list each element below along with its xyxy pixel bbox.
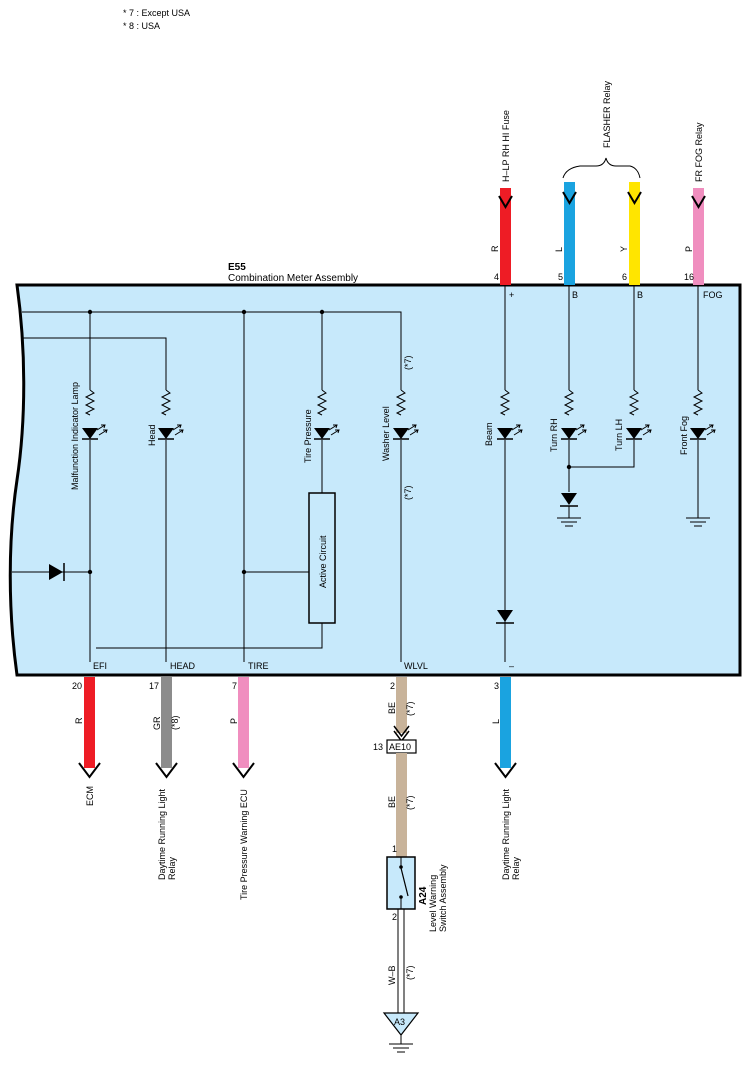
label-hlp-fuse: H–LP RH HI Fuse (501, 110, 511, 182)
wire-color-r: R (490, 245, 500, 252)
note-washer-bottom: (*7) (403, 485, 413, 500)
ground-a3-label: A3 (394, 1017, 405, 1027)
wire-color-p-bottom: P (229, 718, 239, 724)
switch-pin-2: 2 (392, 912, 397, 922)
wire-pin-17: 17 GR (*8) Daytime Running LightRelay (149, 677, 180, 880)
connector-ae10: 13 AE10 (373, 739, 417, 754)
pin-3: 3 (494, 681, 499, 691)
note-usa: * 8 : USA (123, 21, 160, 31)
wire-pin-2: 2 BE (*7) (387, 677, 415, 743)
wire-color-p-top: P (684, 246, 694, 252)
pin-16: 16 (684, 272, 694, 282)
pin-2: 2 (390, 681, 395, 691)
pin-4: 4 (494, 272, 499, 282)
note-head-usa: (*8) (170, 715, 180, 730)
meter-panel (8, 283, 742, 677)
ground-a3: A3 (382, 1012, 420, 1053)
terminal-plus: + (509, 290, 514, 300)
label-drl-relay-1: Daytime Running LightRelay (157, 788, 177, 880)
label-tire-pressure: Tire Pressure (303, 409, 313, 463)
label-fr-fog-relay: FR FOG Relay (694, 122, 704, 182)
meter-name: Combination Meter Assembly (228, 273, 358, 284)
label-active-circuit: Active Circuit (318, 535, 328, 588)
wire-color-wb: W–B (387, 965, 397, 985)
note-wlvl: (*7) (405, 701, 415, 716)
wire-pin-6: Y 6 (619, 182, 642, 285)
pin-6: 6 (622, 272, 627, 282)
wire-pin-20: 20 R ECM (72, 677, 101, 806)
note-except-usa: * 7 : Except USA (123, 8, 190, 18)
wire-color-be-2: BE (387, 796, 397, 808)
wire-color-r-bottom: R (74, 717, 84, 724)
wire-pin-5: L 5 (554, 182, 577, 285)
meter-code: E55 (228, 262, 246, 273)
terminal-fog: FOG (703, 290, 723, 300)
flasher-bracket (562, 157, 641, 179)
wire-color-l-bottom: L (491, 719, 501, 724)
switch-name: Level WarningSwitch Assembly (428, 864, 448, 932)
label-head: Head (147, 424, 157, 446)
level-warning-switch: 1 2 A24 Level WarningSwitch Assembly (386, 844, 448, 932)
note-be-2: (*7) (405, 795, 415, 810)
label-front-fog: Front Fog (679, 416, 689, 455)
terminal-efi: EFI (93, 661, 107, 671)
terminal-tire: TIRE (248, 661, 269, 671)
label-malfunction-lamp: Malfunction Indicator Lamp (70, 382, 80, 490)
wire-color-y: Y (619, 246, 629, 252)
switch-code: A24 (418, 886, 429, 905)
connector-ae10-label: AE10 (389, 742, 411, 752)
pin-20: 20 (72, 681, 82, 691)
label-flasher-relay: FLASHER Relay (602, 80, 612, 148)
label-ecm: ECM (85, 786, 95, 806)
wire-pin-7: 7 P Tire Pressure Warning ECU (229, 677, 255, 900)
wire-pin-3: 3 L Daytime Running LightRelay (491, 677, 521, 880)
wire-be-2: BE (*7) (387, 753, 415, 857)
wire-color-l: L (554, 247, 564, 252)
note-wb: (*7) (405, 965, 415, 980)
wire-color-be-1: BE (387, 702, 397, 714)
pin-7: 7 (232, 681, 237, 691)
label-turn-lh: Turn LH (614, 419, 624, 451)
internal-wiring (12, 285, 716, 662)
connector-pin-13: 13 (373, 742, 383, 752)
label-turn-rh: Turn RH (549, 418, 559, 452)
wire-color-gr: GR (152, 716, 162, 730)
wire-pin-4: H–LP RH HI Fuse R 4 (490, 110, 513, 285)
label-beam: Beam (484, 422, 494, 446)
pin-5: 5 (558, 272, 563, 282)
terminal-wlvl: WLVL (404, 661, 428, 671)
wire-wb: W–B (*7) (387, 909, 415, 1013)
terminal-b-6: B (637, 290, 643, 300)
terminal-b-5: B (572, 290, 578, 300)
label-drl-relay-2: Daytime Running LightRelay (501, 788, 521, 880)
terminal-minus: – (509, 661, 514, 671)
terminal-head: HEAD (170, 661, 196, 671)
pin-17: 17 (149, 681, 159, 691)
label-tire-ecu: Tire Pressure Warning ECU (239, 789, 249, 900)
switch-pin-1: 1 (392, 844, 397, 854)
label-washer-level: Washer Level (381, 406, 391, 461)
wire-pin-16: FR FOG Relay P 16 (684, 122, 706, 285)
note-washer-top: (*7) (403, 355, 413, 370)
